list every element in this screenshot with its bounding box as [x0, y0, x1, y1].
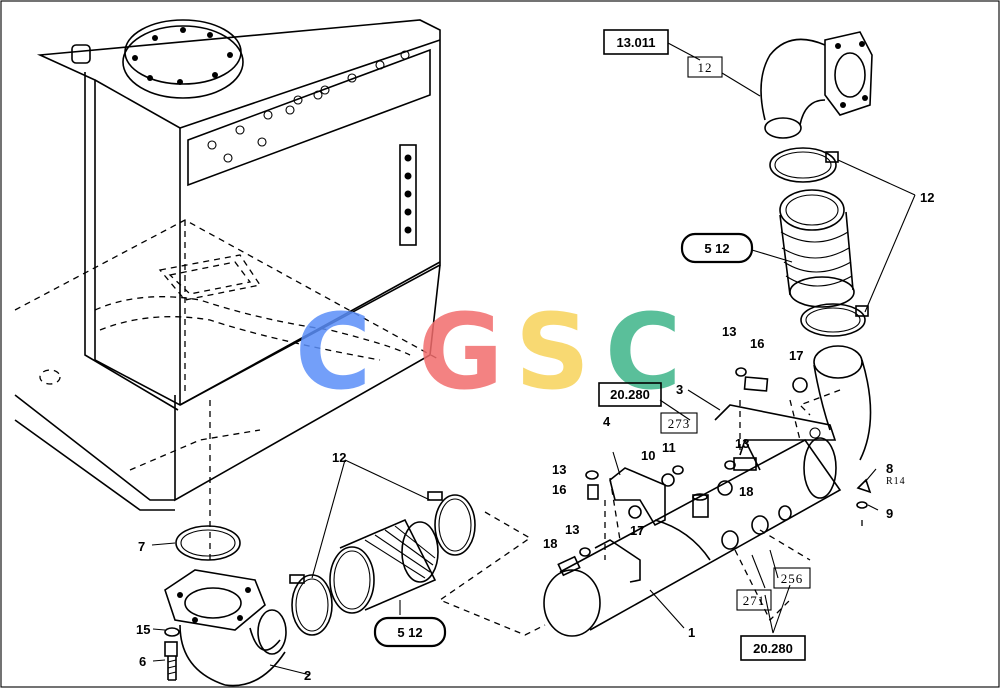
part-7: 7 [138, 539, 145, 554]
part-15: 15 [136, 622, 150, 637]
watermark-letter-g: G [418, 291, 503, 413]
part-r14: R14 [886, 476, 906, 487]
part-2: 2 [304, 668, 311, 683]
reference-boxes: 13.011 12 20.280 273 271 256 20.280 [598, 29, 811, 661]
lower-hose-assembly [289, 491, 546, 636]
part-4: 4 [603, 414, 611, 429]
leader-lines [151, 42, 916, 676]
ref-12: 12 [698, 60, 713, 75]
part-17-a: 17 [789, 348, 803, 363]
part-10: 10 [641, 448, 655, 463]
ref-273: 273 [668, 416, 691, 431]
part-13-b: 13 [735, 436, 749, 451]
upper-elbow-assembly [760, 31, 873, 337]
part-8: 8 [886, 461, 893, 476]
watermark-letter-c1: C [295, 291, 371, 413]
part-18-b: 18 [543, 536, 557, 551]
part-13-d: 13 [565, 522, 579, 537]
watermark-letter-c2: C [605, 291, 681, 413]
label-5-12-upper: 5 12 [704, 241, 729, 256]
hydraulic-tank [14, 19, 441, 560]
part-6: 6 [139, 654, 146, 669]
watermark-letter-s: S [515, 291, 590, 413]
part-12-lower: 12 [332, 450, 346, 465]
part-17-b: 17 [630, 523, 644, 538]
ref-256: 256 [781, 571, 804, 586]
part-1: 1 [688, 625, 695, 640]
part-13-a: 13 [722, 324, 736, 339]
part-12-upper: 12 [920, 190, 934, 205]
assembly-labels: 5 12 5 12 [373, 232, 754, 648]
part-16-b: 16 [552, 482, 566, 497]
part-9: 9 [886, 506, 893, 521]
watermark: C G S C [295, 291, 681, 413]
part-numbers: 1 2 3 4 6 7 8 9 10 11 12 12 13 13 13 13 … [136, 190, 934, 683]
part-13-c: 13 [552, 462, 566, 477]
ref-20280-upper: 20.280 [610, 387, 650, 402]
part-3: 3 [676, 382, 683, 397]
pipe-assembly [543, 345, 872, 637]
ref-271: 271 [743, 593, 766, 608]
lower-elbow-assembly [164, 525, 287, 687]
label-5-12-lower: 5 12 [397, 625, 422, 640]
ref-20280-lower: 20.280 [753, 641, 793, 656]
ref-13011: 13.011 [616, 35, 655, 50]
part-11: 11 [662, 440, 676, 455]
part-16-a: 16 [750, 336, 764, 351]
part-18-a: 18 [739, 484, 753, 499]
